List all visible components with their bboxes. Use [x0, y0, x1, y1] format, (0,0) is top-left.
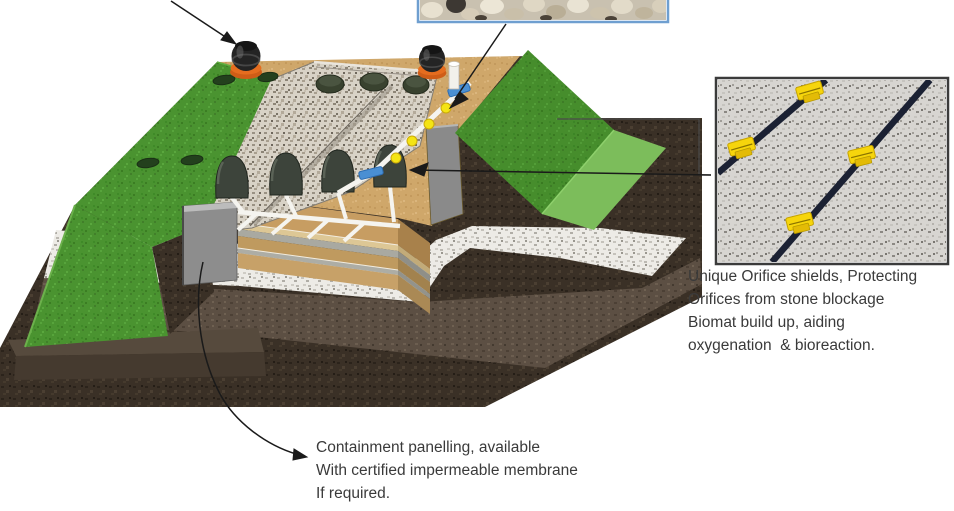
annotation-containment-text: Containment panelling, available With ce…: [316, 436, 676, 505]
annotation-line: With certified impermeable membrane: [316, 462, 578, 479]
annotation-line: Unique Orifice shields, Protecting: [688, 268, 918, 285]
arrow-to-vent-cowl: [170, 0, 231, 41]
left-platform-front: [14, 352, 266, 380]
stone-photo-inset: [416, 0, 670, 24]
grass-slope: [25, 205, 168, 347]
vent-grille-slots: [136, 71, 279, 169]
annotation-line: Biomat build up, aiding: [688, 314, 845, 331]
annotation-line: Containment panelling, available: [316, 439, 541, 456]
stones: [421, 0, 666, 20]
orifice-photo-inset: [714, 76, 950, 266]
vent-cowl-icon: [416, 44, 448, 81]
annotation-line: If required.: [316, 485, 391, 502]
grass-top-strip: [75, 62, 272, 247]
vent-pipe: [448, 61, 460, 90]
arrow-to-panel-curved: [197, 261, 297, 455]
vent-cowl-icon: [229, 40, 263, 80]
annotation-line: oxygenation & bioreaction.: [688, 337, 875, 354]
inspection-domes: [215, 144, 407, 199]
containment-panel-front: [182, 201, 238, 286]
mound-top: [24, 40, 666, 348]
annotation-arrows: [170, 0, 712, 461]
annotation-orifice-shields-text: Unique Orifice shields, Protecting Orifi…: [688, 265, 954, 357]
gravel-bed-domes: [315, 72, 430, 95]
grass-mound-light-band: [542, 130, 666, 230]
orifice-dots: [390, 102, 452, 164]
containment-panel-right: [425, 124, 464, 226]
arrow-to-orifice: [413, 169, 712, 176]
soil-terrace-mid: [34, 258, 702, 368]
arrow-from-stone-photo: [454, 23, 507, 100]
left-platform-top: [8, 328, 264, 356]
pipe-coupler: [358, 166, 384, 180]
annotation-line: Orifices from stone blockage: [688, 291, 885, 308]
pipe-grid: [230, 186, 401, 243]
